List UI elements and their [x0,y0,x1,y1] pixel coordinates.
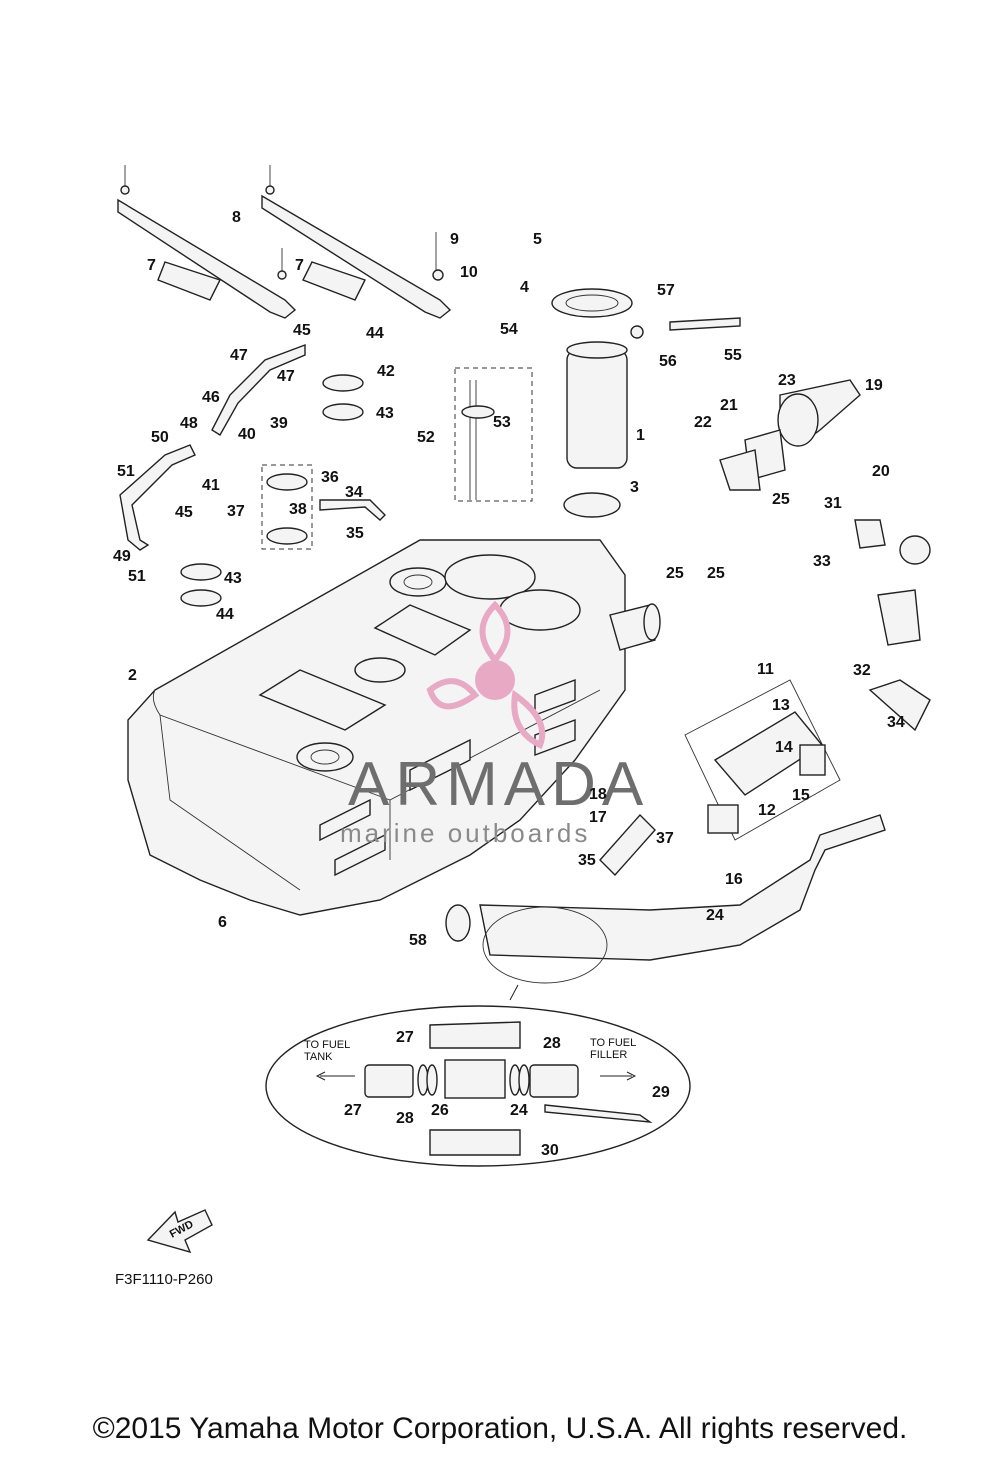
to-fuel-tank-line1: TO FUEL [304,1039,350,1051]
callout: 26 [431,1102,449,1119]
callout: 25 [666,565,684,582]
callout: 50 [151,429,169,446]
to-fuel-filler-line1: TO FUEL [590,1037,636,1049]
callout: 31 [824,495,842,512]
hose-joint-detail [265,984,691,1167]
callout: 49 [113,548,131,565]
callout: 43 [224,570,242,587]
armada-watermark: ARMADA marine outboards [340,600,649,848]
callout: 25 [707,565,725,582]
callout: 51 [128,568,146,585]
callout: 35 [346,525,364,542]
callout: 47 [277,368,295,385]
callout: 42 [377,363,395,380]
fuel-pump-assembly [454,288,741,518]
callout: 3 [630,479,639,496]
fuel-filler-assembly [719,379,931,732]
callout: 34 [887,714,905,731]
callout: 5 [533,231,542,248]
callout: 9 [450,231,459,248]
callout: 10 [460,264,478,281]
callout: 19 [865,377,883,394]
callout: 13 [772,697,790,714]
callout: 6 [218,914,227,931]
callout: 53 [493,414,511,431]
callout: 16 [725,871,743,888]
callout: 55 [724,347,742,364]
callout: 25 [772,491,790,508]
fuel-tank [127,539,661,916]
watermark-tagline: marine outboards [340,818,590,848]
vent-hoses [119,343,386,607]
water-separator-assembly [684,679,841,841]
callout: 37 [227,503,245,520]
callout: 57 [657,282,675,299]
callout: 21 [720,397,738,414]
callout: 32 [853,662,871,679]
callout: 37 [656,830,674,847]
fill-hose [445,813,886,984]
callout: 1 [636,427,645,444]
callout: 20 [872,463,890,480]
callout: 14 [775,739,793,756]
callout: 4 [520,279,529,296]
callout: 41 [202,477,220,494]
callout: 24 [510,1102,528,1119]
callout: 29 [652,1084,670,1101]
callout: 23 [778,372,796,389]
callout: 45 [175,504,193,521]
callout: 27 [344,1102,362,1119]
callout: 30 [541,1142,559,1159]
fwd-arrow: FWD [146,1209,213,1254]
callout: 52 [417,429,435,446]
callout: 18 [589,786,607,803]
callout: 22 [694,414,712,431]
callout: 24 [706,907,724,924]
callout: 33 [813,553,831,570]
diagram-code: F3F1110-P260 [115,1271,213,1288]
callout: 27 [396,1029,414,1046]
callout: 8 [232,209,241,226]
callout: 35 [578,852,596,869]
callout: 45 [293,322,311,339]
callout: 56 [659,353,677,370]
callout: 44 [216,606,234,623]
callout: 58 [409,932,427,949]
callout: 54 [500,321,518,338]
callout: 15 [792,787,810,804]
callout: 44 [366,325,384,342]
watermark-brand: ARMADA [348,750,649,819]
callout: 2 [128,667,137,684]
callout: 17 [589,809,607,826]
callout: 11 [757,661,774,678]
callout: 7 [147,257,156,274]
callout: 48 [180,415,198,432]
callout: 47 [230,347,248,364]
callout: 38 [289,501,307,518]
copyright-notice: ©2015 Yamaha Motor Corporation, U.S.A. A… [92,1412,908,1445]
callout: 7 [295,257,304,274]
callout: 36 [321,469,339,486]
callout: 51 [117,463,135,480]
callout: 12 [758,802,776,819]
callout: 43 [376,405,394,422]
callout: 39 [270,415,288,432]
to-fuel-filler-line2: FILLER [590,1049,627,1061]
callout: 46 [202,389,220,406]
tank-straps [117,165,452,319]
to-fuel-tank-line2: TANK [304,1051,333,1063]
callout: 40 [238,426,256,443]
callout: 28 [396,1110,414,1127]
callouts: 1 2 3 4 5 6 7 7 8 9 10 11 12 13 14 15 16… [113,209,905,1159]
callout: 28 [543,1035,561,1052]
callout: 34 [345,484,363,501]
